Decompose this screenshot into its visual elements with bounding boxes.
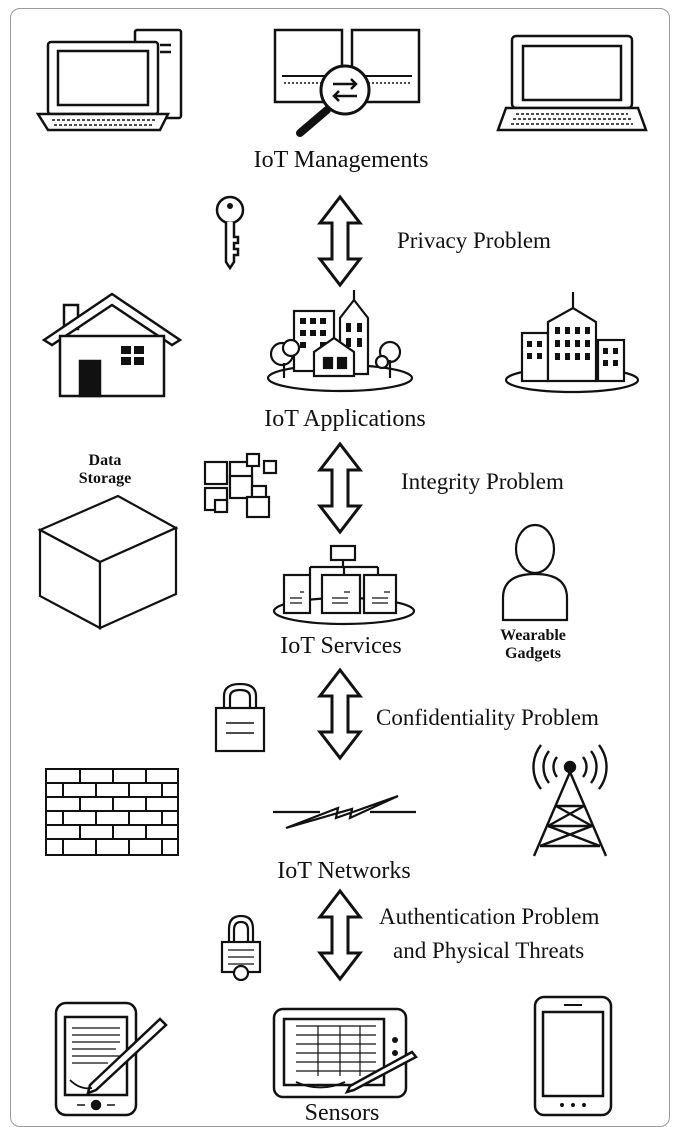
problem-label-privacy: Privacy Problem [397,228,551,253]
double-arrow-2 [318,442,362,534]
key-icon [215,195,245,271]
smartphone-icon [533,995,613,1117]
person-icon [501,523,569,622]
house-icon [41,292,183,398]
laptop-icon [496,34,648,132]
problem-label-authentication-line2: and Physical Threats [393,938,585,963]
data-storage-cube-icon [37,494,179,630]
city-island-icon [266,290,414,393]
wearable-gadgets-label-line1: Wearable [500,627,566,644]
layer-label-applications: IoT Applications [264,406,426,432]
wearable-gadgets-label: Wearable Gadgets [500,627,566,664]
layer-label-services: IoT Services [280,633,402,659]
problem-label-confidentiality: Confidentiality Problem [376,705,599,730]
server-search-icon [273,28,421,137]
sensor-tablet-icon [272,1007,418,1099]
double-arrow-1 [318,195,362,287]
server-cluster-icon [272,544,416,626]
network-link-icon [273,794,416,830]
desktop-computer-icon [35,28,183,132]
tablet-stylus-icon [54,1001,168,1117]
double-arrow-4 [318,889,362,981]
problem-label-authentication-line1: Authentication Problem [379,904,600,929]
office-building-icon [504,292,640,394]
brick-wall-icon [45,768,179,856]
data-blocks-icon [203,452,278,519]
radio-tower-icon [532,744,608,857]
problem-label-integrity: Integrity Problem [401,469,564,494]
double-arrow-3 [318,668,362,760]
keyhole-padlock-icon [220,914,262,982]
layer-label-management: IoT Managements [253,147,429,173]
wearable-gadgets-label-line2: Gadgets [504,645,561,663]
data-storage-label-line2: Storage [78,470,132,488]
layer-label-networks: IoT Networks [277,858,411,884]
padlock-icon [214,682,266,753]
data-storage-label-line1: Data [88,452,122,469]
data-storage-label: Data Storage [79,452,131,489]
layer-label-sensors: Sensors [304,1100,380,1126]
